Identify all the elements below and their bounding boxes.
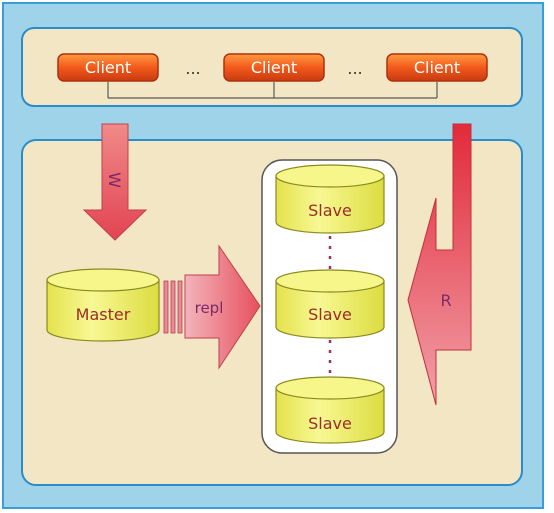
slave-database-2: Slave — [275, 269, 385, 339]
slave-label: Slave — [308, 305, 352, 324]
client-box-1: Client — [57, 53, 159, 82]
client-label: Client — [251, 58, 297, 77]
repl-arrow: repl — [163, 244, 261, 370]
client-label: Client — [85, 58, 131, 77]
read-arrow: R — [407, 123, 472, 406]
slave-database-3: Slave — [275, 376, 385, 444]
client-connector — [107, 82, 438, 99]
client-box-3: Client — [386, 53, 488, 82]
master-database: Master — [46, 268, 160, 342]
ellipsis: ... — [185, 59, 200, 78]
write-arrow: W — [82, 123, 148, 241]
repl-arrow-label: repl — [195, 299, 224, 317]
read-arrow-label: R — [440, 291, 451, 310]
write-arrow-label: W — [105, 172, 124, 188]
slave-database-1: Slave — [275, 164, 385, 234]
ellipsis: ... — [347, 59, 362, 78]
slave-label: Slave — [308, 414, 352, 433]
client-box-2: Client — [223, 53, 325, 82]
client-label: Client — [414, 58, 460, 77]
master-label: Master — [76, 305, 131, 324]
slave-label: Slave — [308, 201, 352, 220]
